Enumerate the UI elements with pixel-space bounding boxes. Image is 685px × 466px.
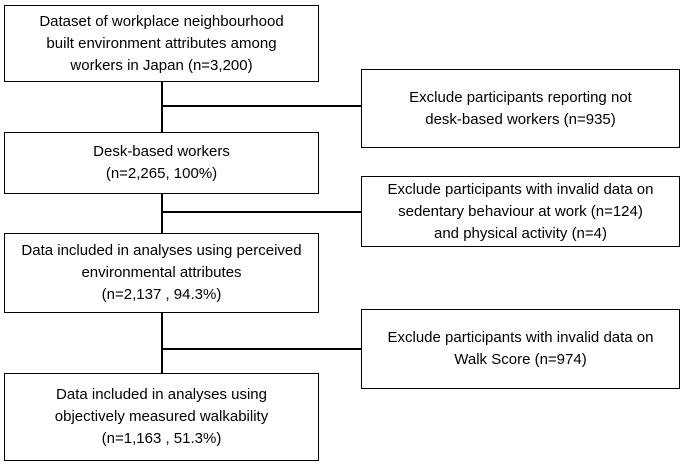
exclusion-box-invalid-walk-score: Exclude participants with invalid data o… xyxy=(361,309,680,389)
connector-perceived-to-objective xyxy=(161,313,163,373)
branch-to-exclusion-1 xyxy=(162,105,361,107)
branch-to-exclusion-3 xyxy=(162,348,361,350)
desk-based-workers-text: Desk-based workers (n=2,265, 100%) xyxy=(93,143,230,182)
connector-dataset-to-desk xyxy=(161,82,163,132)
exclusion-text-invalid-walk-score: Exclude participants with invalid data o… xyxy=(387,329,654,368)
objective-analysis-box: Data included in analyses using objectiv… xyxy=(4,373,319,461)
branch-to-exclusion-2 xyxy=(162,211,361,213)
exclusion-box-invalid-sedentary: Exclude participants with invalid data o… xyxy=(361,176,680,247)
connector-desk-to-perceived xyxy=(161,194,163,233)
perceived-analysis-text: Data included in analyses using perceive… xyxy=(21,242,302,303)
exclusion-text-not-desk-based: Exclude participants reporting not desk-… xyxy=(409,88,632,128)
desk-based-workers-box: Desk-based workers (n=2,265, 100%) xyxy=(4,132,319,194)
dataset-text: Dataset of workplace neighbourhood built… xyxy=(39,12,284,74)
perceived-analysis-box: Data included in analyses using perceive… xyxy=(4,233,319,313)
exclusion-text-invalid-sedentary: Exclude participants with invalid data o… xyxy=(387,180,654,242)
exclusion-box-not-desk-based: Exclude participants reporting not desk-… xyxy=(361,69,680,148)
dataset-box: Dataset of workplace neighbourhood built… xyxy=(4,5,319,82)
objective-analysis-text: Data included in analyses using objectiv… xyxy=(54,386,269,447)
